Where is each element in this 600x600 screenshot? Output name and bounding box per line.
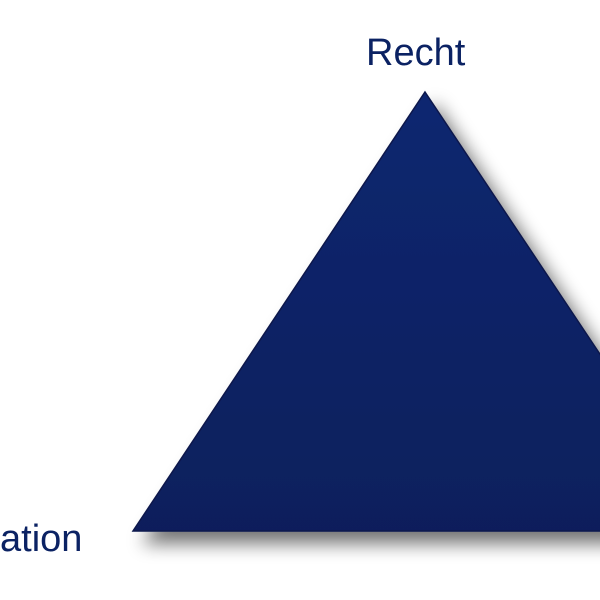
vertex-label-bottom-left: ation (0, 518, 83, 560)
vertex-label-top: Recht (366, 32, 466, 74)
triangle (131, 90, 600, 532)
